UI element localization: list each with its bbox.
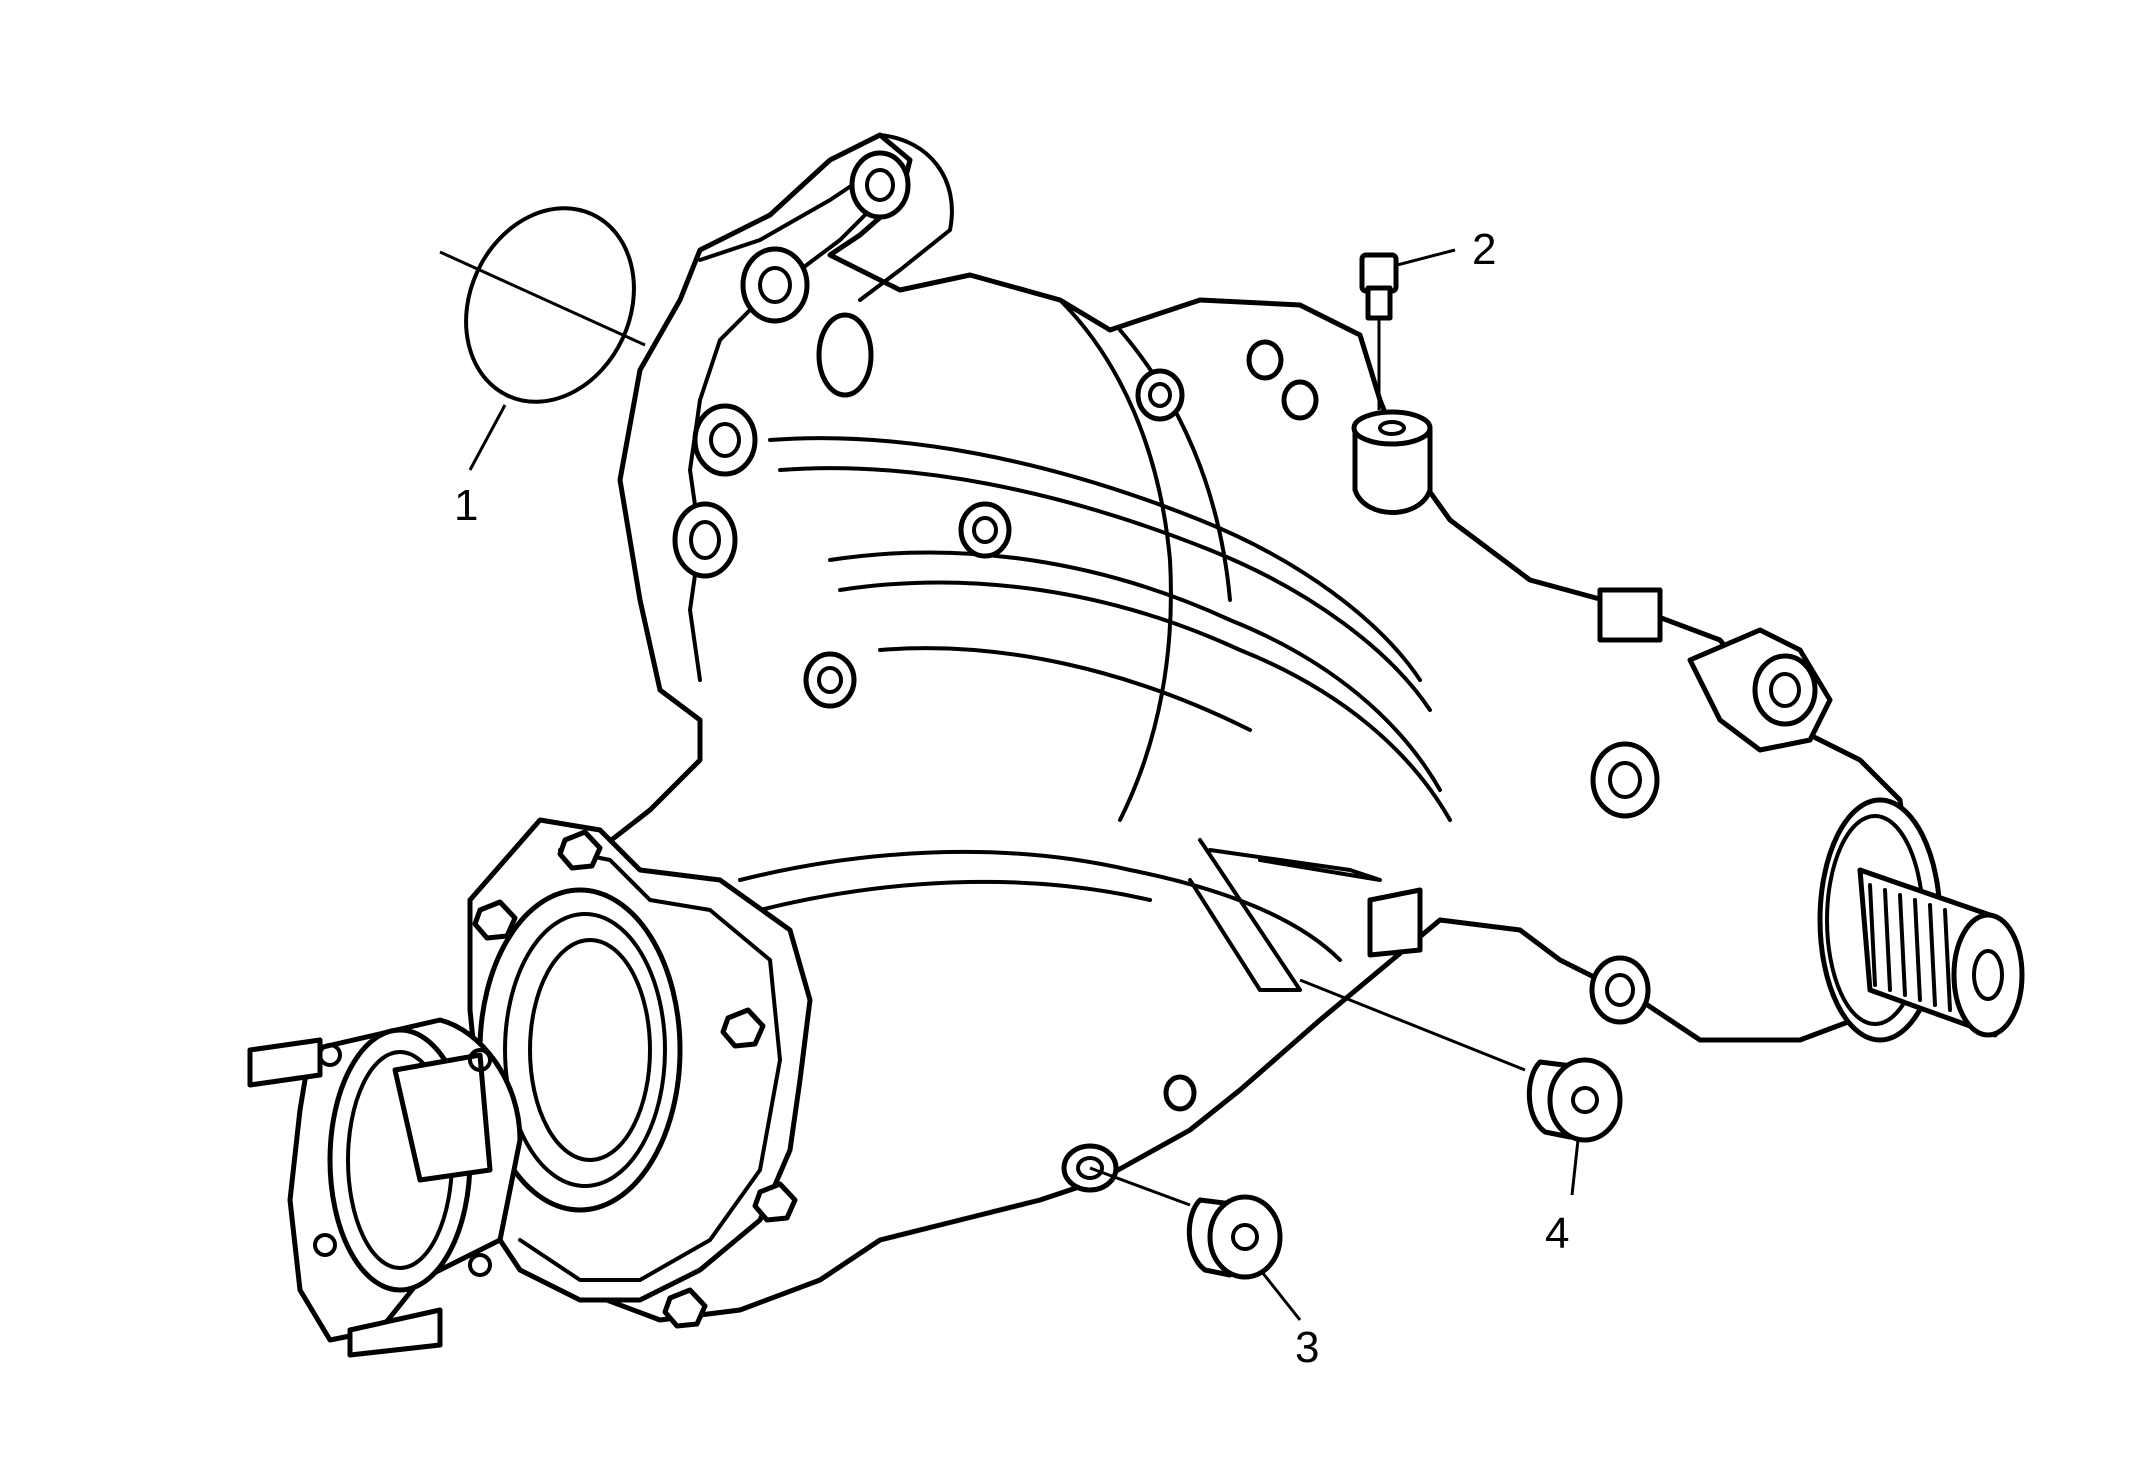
callout-3: 3 — [1295, 1323, 1319, 1372]
flange-boss-1 — [849, 150, 911, 220]
flange-boss-2 — [740, 246, 810, 324]
flange-boss-4 — [672, 501, 738, 579]
vent-boss — [1352, 427, 1433, 515]
flange-opening — [816, 312, 874, 398]
drain-plug — [1299, 978, 1623, 1196]
differential-housing — [247, 132, 2025, 1358]
side-cover-bolts — [472, 829, 798, 1329]
o-ring-seal — [439, 206, 646, 471]
callout-2: 2 — [1472, 225, 1496, 274]
callout-1: 1 — [454, 481, 478, 530]
callout-4: 4 — [1545, 1209, 1569, 1258]
fill-plug — [1089, 1166, 1302, 1321]
flange-boss-3 — [692, 403, 758, 477]
vent-plug — [1359, 248, 1456, 410]
